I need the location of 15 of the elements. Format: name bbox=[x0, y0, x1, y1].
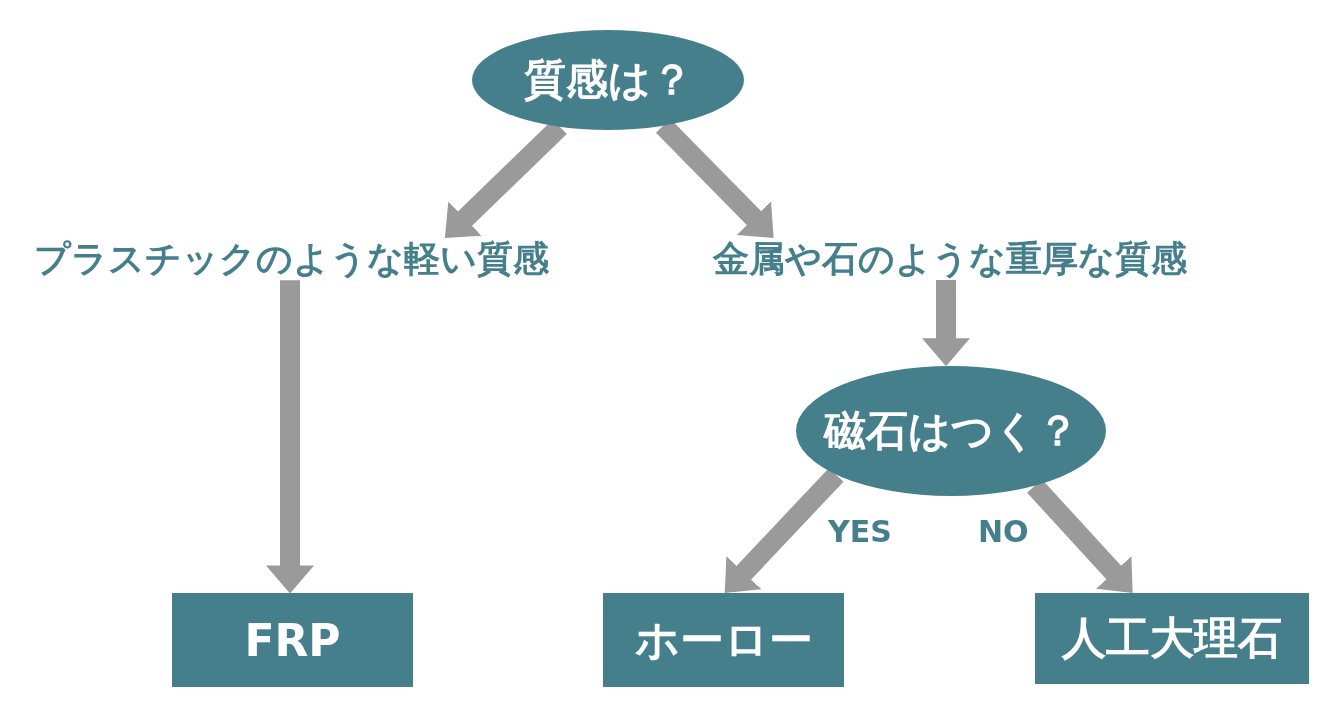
block-arrow bbox=[724, 467, 844, 594]
result-box bbox=[1035, 593, 1309, 684]
answer-text: 金属や石のような重厚な質感 bbox=[692, 238, 1208, 280]
result-box bbox=[172, 593, 413, 687]
decision-ellipse bbox=[796, 366, 1106, 496]
node-label: 磁石はつく？ bbox=[823, 405, 1079, 457]
answer-text: プラスチックのような軽い質感 bbox=[30, 238, 552, 280]
node-label: FRP bbox=[244, 614, 341, 666]
node-label: 人工大理石 bbox=[1062, 611, 1282, 665]
block-arrow bbox=[266, 280, 314, 594]
decision-ellipse bbox=[472, 30, 744, 130]
node-label: 質感は？ bbox=[523, 54, 693, 106]
block-arrow bbox=[922, 280, 970, 367]
result-box bbox=[603, 593, 844, 687]
node-label: ホーロー bbox=[634, 612, 813, 667]
